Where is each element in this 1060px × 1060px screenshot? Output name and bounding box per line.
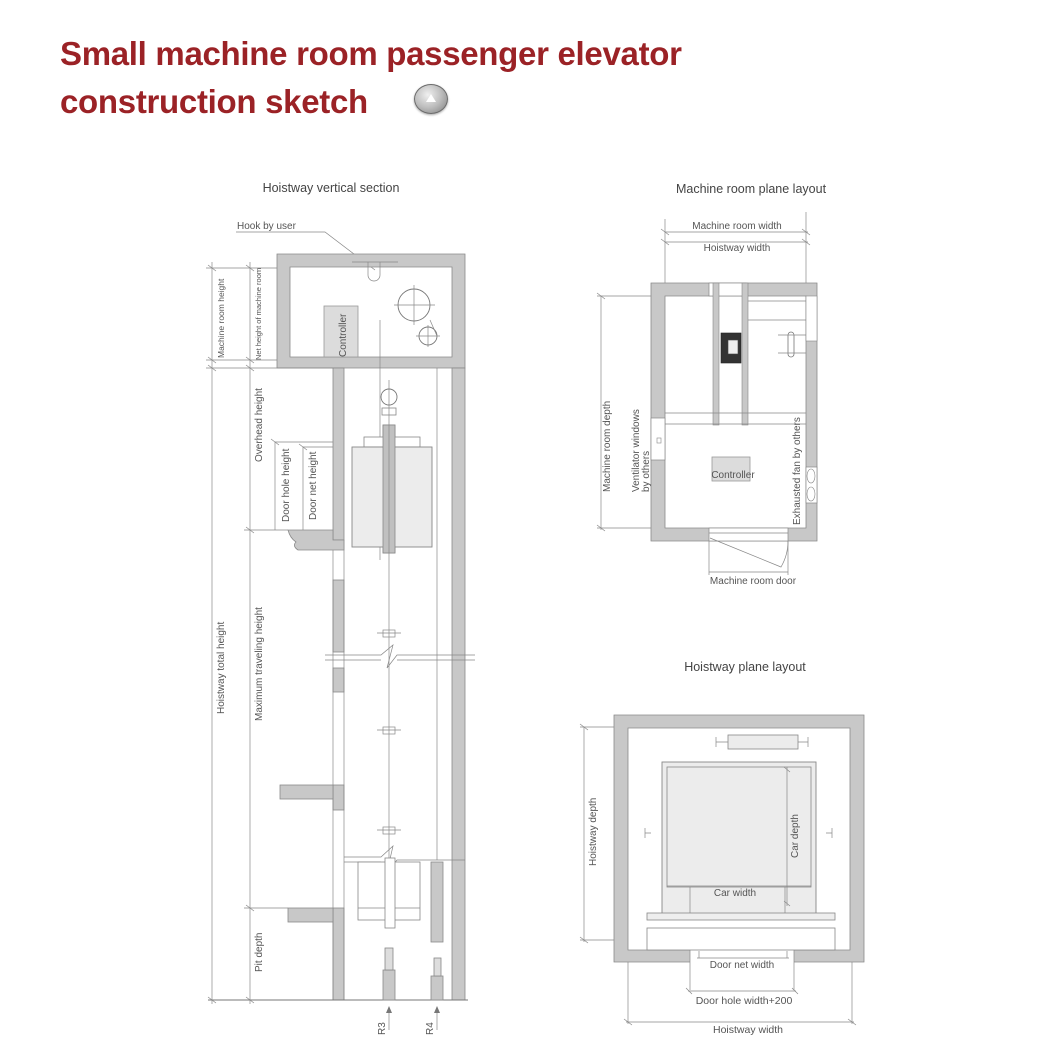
machine-room-door-opening <box>708 527 789 542</box>
machine-room-depth-label: Machine room depth <box>602 401 613 492</box>
hoistway-left-wall-upper <box>332 367 345 541</box>
door-hole-width-label: Door hole width+200 <box>696 995 793 1007</box>
door-hole-height-label: Door hole height <box>281 448 292 522</box>
hp-hoistway-width-label: Hoistway width <box>713 1024 783 1036</box>
r4-label: R4 <box>425 1022 436 1035</box>
exhaust-fan <box>805 466 818 504</box>
net-height-machine-room-label: Net height of machine room <box>254 268 263 360</box>
controller-cabinet <box>323 305 359 358</box>
controller-label-vertical: Controller <box>338 313 349 357</box>
pit-depth-label: Pit depth <box>254 933 265 972</box>
scroll-up-button[interactable] <box>414 84 448 114</box>
counterweight <box>430 861 444 943</box>
counterweight-buffer <box>430 975 444 1001</box>
maximum-traveling-height-label: Maximum traveling height <box>254 607 265 721</box>
mr-controller-cabinet <box>711 456 751 482</box>
hoistway-plan-title: Hoistway plane layout <box>684 660 806 674</box>
ventilator-label-line2: by others <box>641 451 652 492</box>
machine-room-plan: Machine room plane layout Machine room w… <box>596 182 827 587</box>
hoistway-plan: Hoistway plane layout Car width Car dept… <box>579 660 865 1036</box>
hoistway-walls <box>613 714 865 963</box>
mr-controller-label: Controller <box>711 470 755 481</box>
ventilator-window <box>650 417 666 461</box>
mr-hoistway-width-label: Hoistway width <box>704 243 771 254</box>
machine-room-height-label: Machine room height <box>216 278 226 358</box>
machine-room-door-label: Machine room door <box>710 576 797 587</box>
hoistway-total-height-label: Hoistway total height <box>216 622 227 714</box>
ventilator-label-line1: Ventilator windows <box>631 409 642 492</box>
up-arrow-circle-icon <box>426 94 436 102</box>
door-net-width-label: Door net width <box>710 960 774 971</box>
r3-label: R3 <box>377 1022 388 1035</box>
machine-room-wall <box>276 253 466 369</box>
hook-label: Hook by user <box>237 221 297 232</box>
car-depth-label: Car depth <box>790 814 801 858</box>
page-title: Small machine room passenger elevator co… <box>60 30 682 126</box>
car-width-label: Car width <box>714 888 756 899</box>
title-line-2: construction sketch <box>60 83 368 120</box>
door-net-height-label: Door net height <box>308 451 319 520</box>
vertical-section-title: Hoistway vertical section <box>263 181 400 195</box>
exhaust-fan-label: Exhausted fan by others <box>792 417 803 525</box>
overhead-height-label: Overhead height <box>254 388 265 462</box>
hoistway-depth-label: Hoistway depth <box>588 798 599 866</box>
machine-room-width-label: Machine room width <box>692 221 781 232</box>
machine-room-plan-title: Machine room plane layout <box>676 182 827 196</box>
title-line-1: Small machine room passenger elevator <box>60 35 682 72</box>
hoistway-right-wall <box>451 367 466 1001</box>
car-buffer <box>382 969 396 1001</box>
hoistway-vertical-section: Hoistway vertical section Hook by user C… <box>206 181 475 1035</box>
counterweight-plan <box>727 734 799 750</box>
